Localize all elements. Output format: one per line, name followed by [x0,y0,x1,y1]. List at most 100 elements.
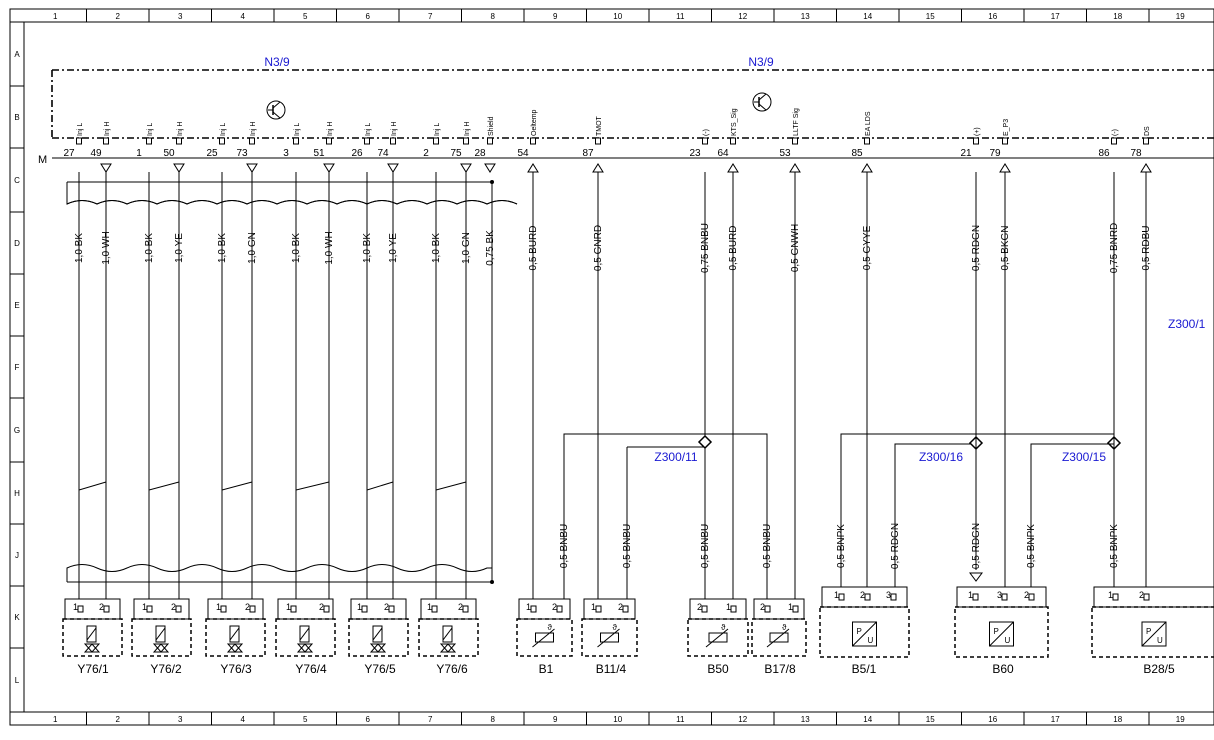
pin-signal: EA LDS [865,111,872,136]
column-number: 14 [863,12,872,21]
component-pin-number: 1 [834,590,839,600]
component-pin [890,593,897,601]
pin-number: 21 [960,148,972,159]
pin-terminal [864,137,870,145]
column-number: 6 [366,12,371,21]
pin-number: 23 [689,148,701,159]
pin-terminal [293,137,299,145]
component-pin-number: 3 [997,590,1002,600]
component-pin [146,605,153,613]
temperature-sensor-icon [687,598,749,657]
component-pin-number: 1 [526,602,531,612]
column-number: 11 [676,715,685,724]
pin-terminal [702,137,708,145]
wire-label: 0,5 BNBU [559,524,570,568]
column-number: 6 [366,715,371,724]
pin-signal: KTS_Sig [731,108,738,136]
component-pin-number: 1 [427,602,432,612]
component-name: Y76/5 [364,662,396,676]
component-pin [701,605,708,613]
pin-terminal [249,137,255,145]
pin-number: 50 [163,148,175,159]
pin-terminal [792,137,798,145]
component-pin-number: 1 [142,602,147,612]
row-letter: H [14,489,20,498]
frame-border [9,8,1214,726]
column-number: 13 [801,715,810,724]
connector-label: Z300/16 [919,450,963,464]
pressure-sensor-icon [1091,586,1214,658]
pin-number: 53 [779,148,791,159]
row-letter: G [14,426,20,435]
wire-bnpk [840,433,1114,592]
component-pin [972,593,979,601]
column-number: 12 [738,12,747,21]
ground-label: M [38,154,47,166]
column-number: 9 [553,12,558,21]
pin-signal: Oeltemp [531,109,538,136]
pin-terminal [1002,137,1008,145]
component-pin [792,605,799,613]
pin-signal: TMOT [596,115,603,136]
p-glyph: P [1146,627,1151,636]
pin-number: 73 [236,148,248,159]
column-number: 1 [53,715,58,724]
pin-number: 79 [989,148,1001,159]
pin-signal: (+) [974,127,981,136]
component-pin [730,605,737,613]
column-number: 18 [1113,715,1122,724]
pin-terminal [463,137,469,145]
twisted-pair-break [221,481,253,498]
splice-diamond-icon [697,434,713,450]
component-pin [249,605,256,613]
u-glyph: U [1005,636,1011,645]
p-glyph: P [994,627,999,636]
column-number: 4 [241,12,246,21]
pin-terminal [730,137,736,145]
component-name: Y76/6 [436,662,468,676]
component-pin [361,605,368,613]
component-pin-number: 2 [458,602,463,612]
pin-terminal [487,137,493,145]
pin-number: 51 [313,148,325,159]
theta-glyph: ϑ [721,623,726,632]
column-number: 8 [491,715,496,724]
pin-number: 3 [283,148,289,159]
component-pin [220,605,227,613]
column-number: 9 [553,715,558,724]
wire-label: 0,5 BNBU [622,524,633,568]
column-number: 11 [676,12,685,21]
component-pin-number: 1 [591,602,596,612]
pin-signal: Inj L [365,123,372,136]
component-pin-number: 1 [726,602,731,612]
pin-signal: Inj L [434,123,441,136]
component-pin-number: 2 [618,602,623,612]
pin-terminal [146,137,152,145]
pin-signal: Inj H [177,122,184,136]
transistor-icon [752,92,772,112]
column-number: 16 [988,12,997,21]
injector-valve-icon [348,598,409,657]
component-pin [323,605,330,613]
twisted-pair-break [148,481,180,498]
pin-number: 74 [377,148,389,159]
component-pin [622,605,629,613]
theta-glyph: ϑ [782,623,787,632]
component-name: B5/1 [852,662,877,676]
p-glyph: P [857,627,862,636]
injector-valve-icon [62,598,123,657]
component-pin-number: 1 [216,602,221,612]
column-number: 1 [53,12,58,21]
wire-label: 0,5 BNPK [1026,524,1037,568]
component-pin [103,605,110,613]
sensor-triangle-icon [1140,163,1152,173]
column-number: 7 [428,12,433,21]
column-number: 15 [926,715,935,724]
pin-signal: DS [1144,126,1151,136]
pin-signal: Inj H [391,122,398,136]
twisted-pair-break [295,481,330,498]
row-letter: K [14,613,20,622]
pin-terminal [326,137,332,145]
pin-signal: (-) [703,129,710,136]
